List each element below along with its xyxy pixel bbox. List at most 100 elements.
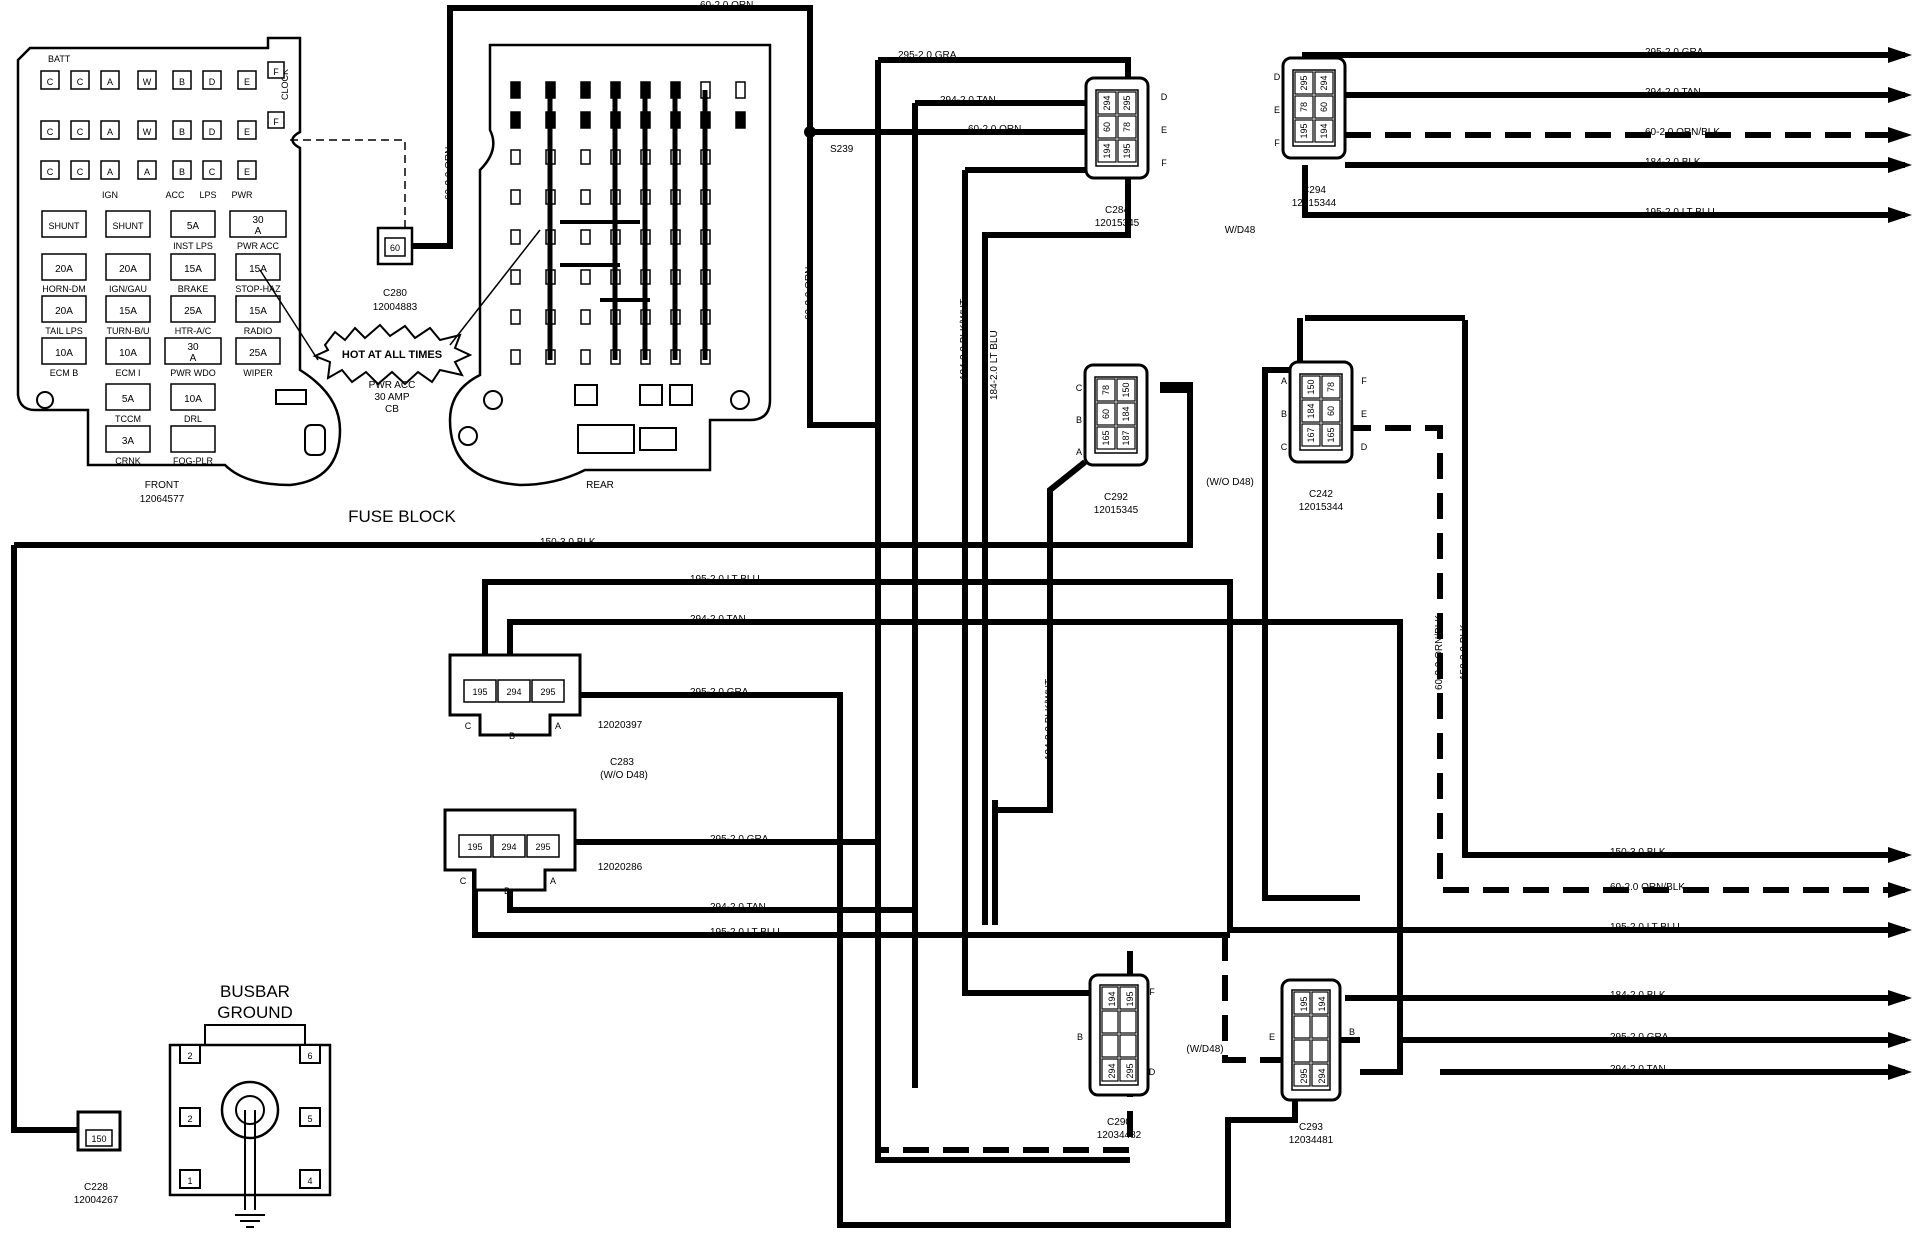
- terminal-letter: W: [143, 77, 152, 87]
- busbar-terminal-number: 5: [307, 1114, 312, 1124]
- rear-slot: [510, 81, 521, 99]
- terminal-letter: C: [77, 167, 84, 177]
- terminal-box: [267, 61, 285, 79]
- terminal-letter: B: [179, 77, 185, 87]
- relay-socket: [304, 424, 326, 456]
- fuse-box: [170, 425, 216, 453]
- connector-cavity: [1293, 1015, 1311, 1039]
- fuse-value: 20A: [119, 264, 137, 275]
- arrows: — —: [1818, 47, 1912, 1080]
- pin-number: 295: [1125, 1063, 1135, 1078]
- connector-cavity: [1116, 378, 1136, 402]
- fuse-box: [105, 253, 151, 281]
- terminal-letter: F: [273, 117, 279, 127]
- connector-cavity: [531, 679, 565, 703]
- connector-part: 12015344: [1292, 198, 1337, 209]
- terminal-caption: ACC: [165, 190, 185, 200]
- relay-socket: [669, 384, 693, 406]
- cb-label-3: CB: [385, 404, 399, 415]
- pin-number: 294: [1102, 95, 1112, 110]
- terminal-box: [202, 70, 222, 90]
- fuse-value: 25A: [184, 306, 202, 317]
- fuse-block-front: [16, 36, 342, 487]
- terminal-letter: B: [179, 127, 185, 137]
- pin-number: 195: [472, 687, 487, 697]
- fuse-value: 30: [252, 215, 264, 226]
- connector-cavity: [1301, 375, 1321, 399]
- terminal-box: [137, 70, 157, 90]
- terminal-box: [202, 160, 222, 180]
- fuse-value: 10A: [184, 394, 202, 405]
- connector-cavity: [1293, 1063, 1311, 1087]
- pin-number: 194: [1107, 991, 1117, 1006]
- rear-slot: [510, 349, 521, 365]
- c293-note: (W/D48): [1186, 1044, 1223, 1055]
- busbar-terminal: [299, 1107, 321, 1127]
- connector-cavity: [1101, 1034, 1119, 1058]
- connector-cavity: [1119, 1034, 1137, 1058]
- fuse-label: HTR-A/C: [175, 326, 212, 336]
- busbar-terminal: [299, 1044, 321, 1064]
- fuse-value: SHUNT: [113, 221, 145, 231]
- terminal-box: [267, 111, 285, 129]
- fuse-box: [229, 210, 287, 238]
- terminal-letter: B: [179, 167, 185, 177]
- pin-letter: B: [1077, 1032, 1083, 1042]
- c280-part: 12004883: [373, 302, 418, 313]
- pin-letter: B: [1076, 415, 1082, 425]
- connector-name: C284: [1105, 205, 1129, 216]
- connector-cavity: [1311, 1063, 1329, 1087]
- fuse-value: 20A: [55, 306, 73, 317]
- pin-letter: D: [1161, 92, 1168, 102]
- connector-cavity: [463, 679, 497, 703]
- connector-shell: [1088, 973, 1150, 1097]
- fuse-value: 5A: [187, 221, 200, 232]
- fuse-box: [235, 295, 281, 323]
- connector-cavity: [1311, 1039, 1329, 1063]
- connector-cavity: [526, 834, 560, 858]
- fuse-box: [41, 295, 87, 323]
- pin-number: 295: [535, 842, 550, 852]
- connector-cavity: [1314, 95, 1334, 119]
- connector-cavity: [1321, 423, 1341, 447]
- pin-letter: B: [1281, 409, 1287, 419]
- pin-number: 165: [1326, 427, 1336, 442]
- fuse-box: [41, 253, 87, 281]
- arrow-head: [1888, 1032, 1912, 1048]
- relay-socket: [574, 384, 598, 406]
- fuse-value: 5A: [122, 394, 135, 405]
- fuse-value: SHUNT: [49, 221, 81, 231]
- terminal-box: [40, 160, 60, 180]
- fuse-label: TAIL LPS: [45, 326, 83, 336]
- wire-label-150-blk: 150-3.0 BLK: [540, 537, 596, 548]
- pin-number: 187: [1121, 430, 1131, 445]
- connector-c280: 60 C280 12004883: [290, 139, 418, 313]
- connector-shell: [1281, 56, 1347, 160]
- connector-face: [1292, 69, 1336, 147]
- busbar-terminal-number: 1: [187, 1176, 192, 1186]
- connector-part: 12034481: [1289, 1135, 1334, 1146]
- stub-mark: — —: [1818, 50, 1839, 60]
- connector-shell: [448, 653, 582, 737]
- pin-number: 295: [540, 687, 555, 697]
- busbar-terminal: [179, 1107, 201, 1127]
- cb-leaders: [259, 229, 541, 361]
- right-label: 195-2.0 LT BLU: [1645, 207, 1715, 218]
- connector-cavity: [1096, 378, 1116, 402]
- right-label: 294-2.0 TAN: [1645, 87, 1701, 98]
- wire-label-60-orn-2: 60-2.0 ORN: [968, 124, 1021, 135]
- fuse-label: INST LPS: [173, 241, 213, 251]
- pin-letter: A: [555, 721, 561, 731]
- fuse-value: 30: [187, 342, 199, 353]
- arrow-head: [1888, 207, 1912, 223]
- right-label: 60-2.0 ORN/BLK: [1645, 127, 1720, 138]
- connector-cavity: [1101, 986, 1119, 1010]
- connector-face: [1094, 376, 1138, 454]
- arrow-head: [1888, 922, 1912, 938]
